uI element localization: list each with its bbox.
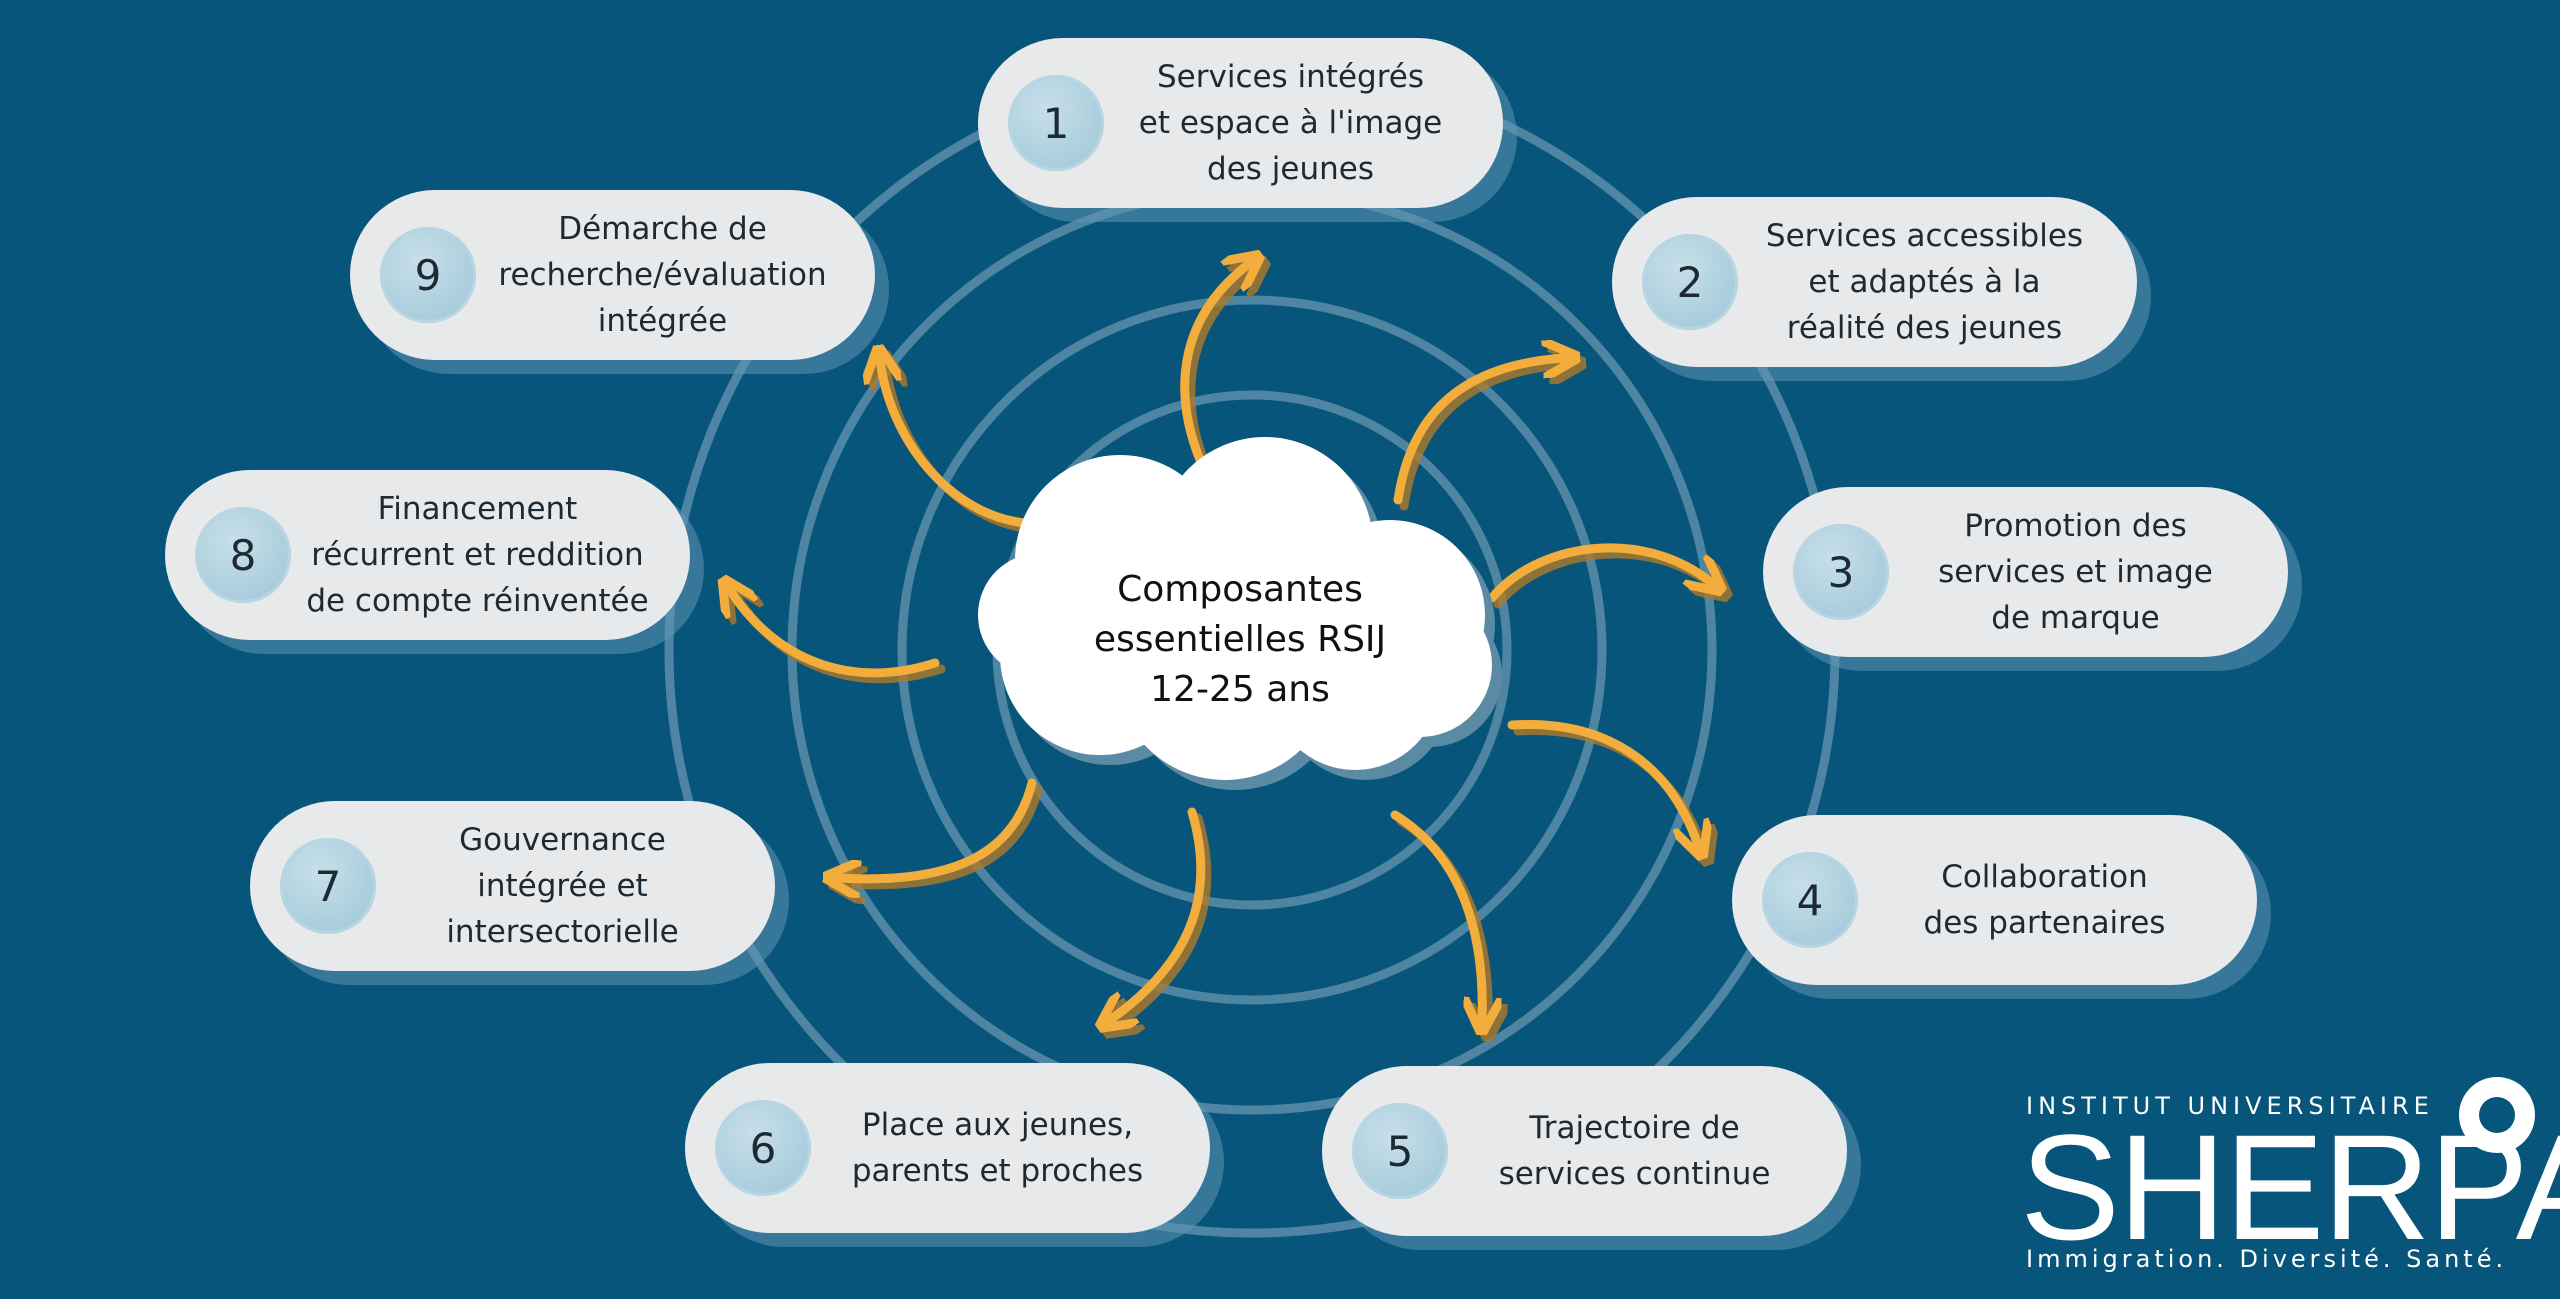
- logo-institution-text: INSTITUT UNIVERSITAIRE: [2026, 1092, 2434, 1120]
- component-number: 6: [715, 1100, 811, 1196]
- component-2: 2 Services accessibles et adaptés à la r…: [1612, 197, 2137, 367]
- arrow-to-component-7: [838, 778, 1037, 879]
- component-label: Services intégrés et espace à l'image de…: [1138, 59, 1443, 187]
- component-number: 3: [1793, 524, 1889, 620]
- center-title: Composantes essentielles RSIJ 12-25 ans: [1093, 569, 1387, 710]
- component-number: 2: [1642, 234, 1738, 330]
- arrow-shadow-6: [1116, 813, 1212, 1026]
- arrow-to-component-1: [1180, 263, 1250, 483]
- component-9: 9 Démarche de recherche/évaluation intég…: [350, 190, 875, 360]
- arrows: [730, 263, 1712, 1020]
- arrow-to-component-4: [1507, 719, 1698, 845]
- arrow-to-component-9: [880, 360, 1030, 528]
- arrow-to-component-6: [1110, 807, 1206, 1020]
- component-5: 5 Trajectoire de services continue: [1322, 1066, 1847, 1236]
- component-1: 1 Services intégrés et espace à l'image …: [978, 38, 1503, 208]
- component-number: 7: [280, 838, 376, 934]
- component-number: 5: [1352, 1103, 1448, 1199]
- component-label: Trajectoire de services continue: [1498, 1110, 1771, 1192]
- component-label: Place aux jeunes, parents et proches: [851, 1107, 1144, 1189]
- component-label: Financement récurrent et reddition de co…: [306, 491, 649, 619]
- arrow-to-component-5: [1390, 810, 1482, 1020]
- arrow-to-component-3: [1487, 543, 1712, 603]
- component-4: 4 Collaboration des partenaires: [1732, 815, 2257, 985]
- component-7: 7 Gouvernance intégrée et intersectoriel…: [250, 801, 775, 971]
- ring-3: [897, 295, 1607, 1005]
- logo-tagline: Immigration. Diversité. Santé.: [2026, 1245, 2508, 1273]
- sherpa-logo: INSTITUT UNIVERSITAIRE SHERPA Immigratio…: [2020, 1070, 2560, 1285]
- arrow-to-component-8: [730, 590, 940, 678]
- component-label: Collaboration des partenaires: [1923, 859, 2166, 941]
- arrow-shadow-2: [1399, 364, 1571, 511]
- component-8: 8 Financement récurrent et reddition de …: [165, 470, 690, 640]
- component-label: Services accessibles et adaptés à la réa…: [1765, 218, 2084, 346]
- component-6: 6 Place aux jeunes, parents et proches: [685, 1063, 1210, 1233]
- center-cloud: [978, 437, 1502, 790]
- arrow-shadow-7: [844, 784, 1043, 885]
- component-3: 3 Promotion des services et image de mar…: [1763, 487, 2288, 657]
- component-number: 9: [380, 227, 476, 323]
- logo-pin-icon: [2459, 1077, 2535, 1153]
- component-number: 8: [195, 507, 291, 603]
- component-label: Gouvernance intégrée et intersectorielle: [446, 822, 679, 950]
- arrow-to-component-2: [1393, 358, 1565, 505]
- component-number: 1: [1008, 75, 1104, 171]
- component-label: Démarche de recherche/évaluation intégré…: [498, 211, 827, 339]
- component-label: Promotion des services et image de marqu…: [1938, 508, 2213, 636]
- component-number: 4: [1762, 852, 1858, 948]
